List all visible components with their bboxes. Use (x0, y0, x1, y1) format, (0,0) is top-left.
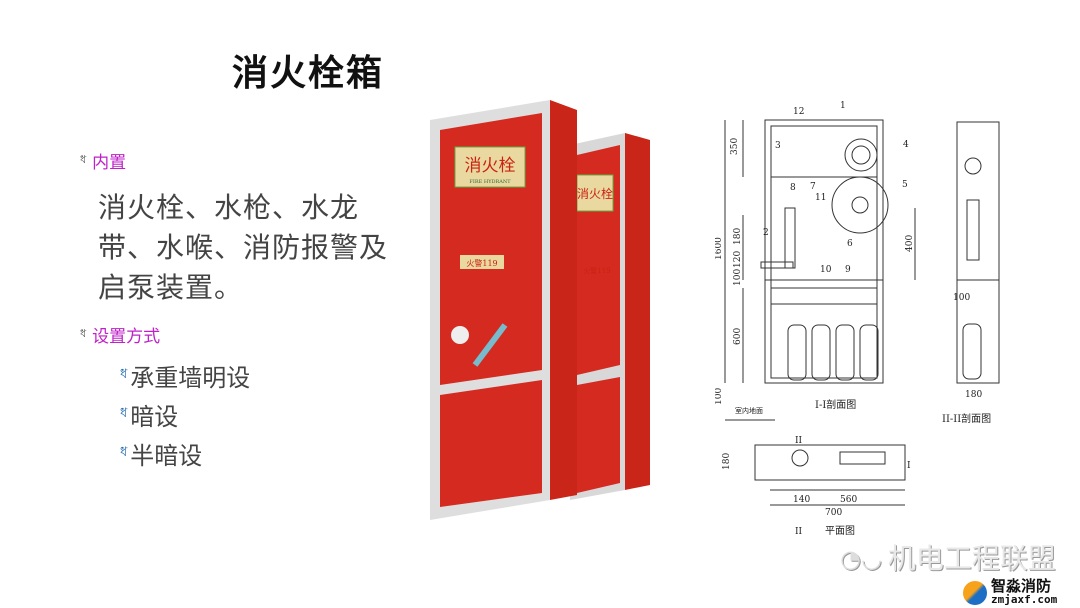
item-text: 半暗设 (130, 442, 203, 470)
section-2-2 (956, 121, 1000, 384)
svg-text:8: 8 (790, 183, 796, 193)
section-1-1 (724, 119, 916, 421)
brand-logo: 智淼消防 zmjaxf.com (963, 579, 1057, 606)
svg-text:100: 100 (715, 388, 724, 405)
svg-text:I: I (907, 461, 911, 471)
bullet-icon: ধ (120, 406, 128, 421)
cabinet-right: 消火栓 火警119 (570, 133, 650, 500)
svg-text:12: 12 (793, 107, 804, 117)
svg-text:600: 600 (733, 328, 743, 345)
cabinet-sublabel: FIRE HYDRANT (469, 179, 511, 185)
svg-text:180: 180 (965, 390, 982, 400)
bullet-icon: ধ (120, 445, 128, 460)
svg-text:10: 10 (820, 265, 832, 275)
bullet-heading-installation: ধ 设置方式 (80, 322, 160, 347)
cabinet-label: 消火栓 (465, 156, 516, 176)
plan-view (754, 444, 906, 506)
plan-title: 平面图 (825, 525, 855, 537)
svg-text:2: 2 (763, 228, 769, 238)
logo-icon (963, 580, 987, 605)
cabinet-label: 消火栓 (577, 186, 613, 201)
technical-drawing: 350 1600 180 120 100 600 400 100 室内地面 I-… (715, 101, 1000, 537)
bullet-heading-contents: ধ 内置 (80, 148, 126, 173)
svg-text:700: 700 (825, 508, 842, 518)
extinguishers (787, 324, 879, 381)
cabinet-tag: 火警119 (583, 266, 610, 275)
contents-body: 消火栓、水枪、水龙带、水喉、消防报警及启泵装置。 (98, 191, 389, 304)
svg-text:6: 6 (847, 239, 853, 249)
svg-text:180: 180 (733, 228, 743, 245)
slide-title: 消火栓箱 (232, 53, 385, 94)
svg-text:5: 5 (902, 180, 908, 190)
svg-text:140: 140 (793, 495, 810, 505)
section-2-title: II-II剖面图 (942, 412, 991, 425)
svg-text:1: 1 (840, 101, 846, 111)
dimension-labels: 350 1600 180 120 100 600 400 100 室内地面 I-… (715, 101, 991, 537)
bullet-icon: ধ (80, 153, 87, 166)
watermark: ◔◡ 机电工程联盟 (840, 542, 1056, 575)
heading-text: 设置方式 (92, 327, 161, 347)
item-text: 暗设 (130, 403, 179, 431)
cabinet-tag: 火警119 (466, 258, 497, 268)
svg-text:II: II (795, 527, 803, 537)
logo-url: zmjaxf.com (991, 593, 1058, 606)
floor-label: 室内地面 (735, 406, 763, 415)
heading-text: 内置 (92, 153, 127, 173)
cabinet-left: 消火栓 FIRE HYDRANT 火警119 (430, 100, 577, 520)
svg-text:11: 11 (815, 193, 826, 203)
svg-text:400: 400 (905, 235, 915, 252)
svg-text:3: 3 (775, 141, 781, 151)
svg-text:9: 9 (845, 265, 851, 275)
svg-text:350: 350 (730, 138, 740, 155)
section-1-title: I-I剖面图 (815, 398, 856, 411)
watermark-text: 机电工程联盟 (887, 542, 1056, 575)
svg-text:560: 560 (840, 495, 857, 505)
logo-name: 智淼消防 (991, 577, 1052, 595)
cabinet-photo: 消火栓 火警119 消火栓 FIRE HYDRANT 火警119 (430, 100, 650, 520)
wechat-icon: ◔◡ (840, 545, 882, 573)
svg-text:180: 180 (722, 453, 732, 470)
svg-text:100: 100 (733, 269, 743, 286)
bullet-icon: ধ (120, 367, 128, 382)
svg-text:100: 100 (953, 293, 970, 303)
svg-text:1600: 1600 (715, 237, 724, 260)
svg-text:II: II (795, 436, 803, 446)
bullet-icon: ধ (80, 327, 87, 340)
item-text: 承重墙明设 (130, 364, 251, 392)
svg-text:120: 120 (733, 251, 743, 268)
svg-text:7: 7 (810, 182, 816, 192)
svg-text:4: 4 (903, 140, 909, 150)
